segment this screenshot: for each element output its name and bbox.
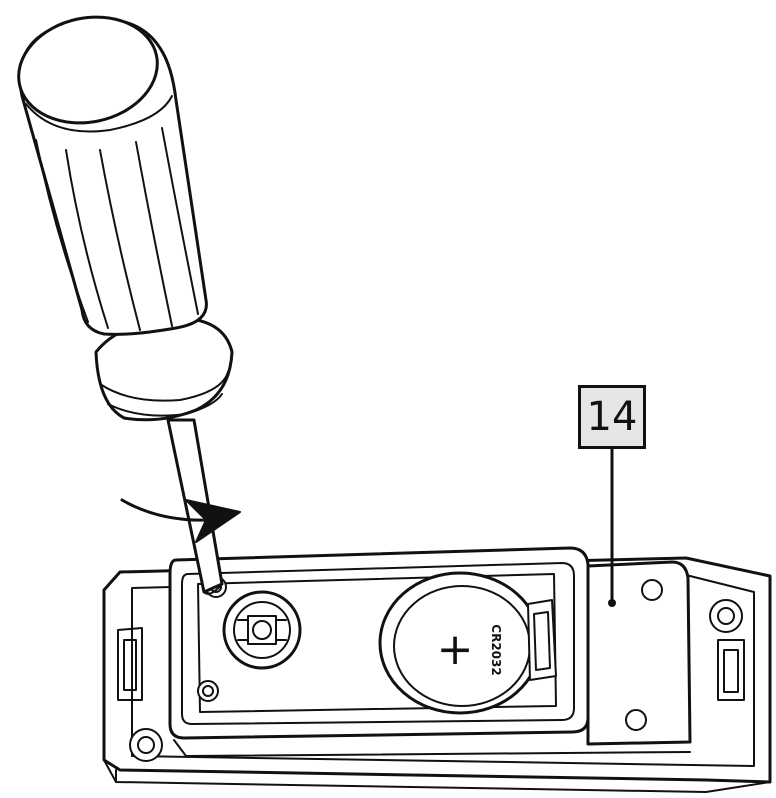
callout-label-14: 14 xyxy=(578,385,646,449)
battery-holder xyxy=(378,571,557,715)
battery-polarity-label: + xyxy=(437,624,474,675)
push-button xyxy=(222,590,302,670)
coin-battery: + CR2032 xyxy=(437,624,503,676)
rotation-arrow-icon xyxy=(120,498,241,543)
battery-model-label: CR2032 xyxy=(489,624,503,675)
side-panel xyxy=(173,560,692,757)
callout-target-dot xyxy=(608,599,616,607)
